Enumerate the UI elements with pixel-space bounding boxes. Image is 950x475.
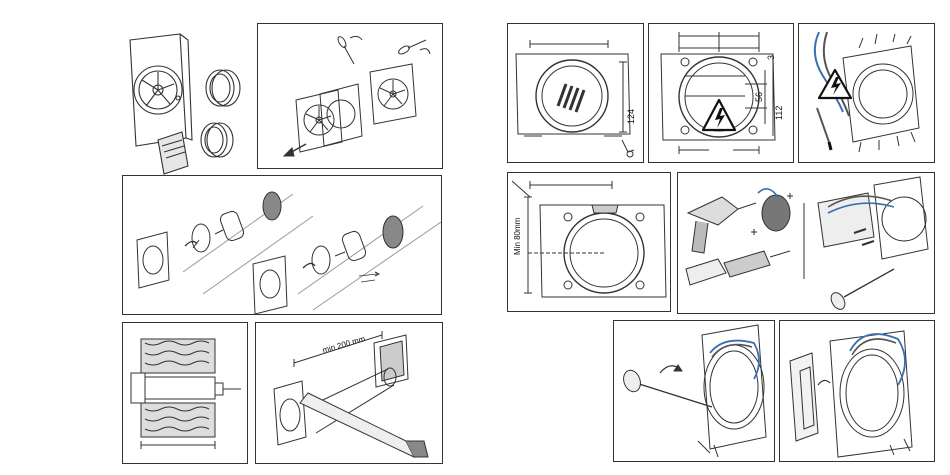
- mounting-dimension-panel: 3 56 112: [648, 23, 794, 163]
- insulated-duct-panel: [122, 322, 248, 464]
- high-voltage-warning-icon: [703, 100, 735, 130]
- wall-offset-panel: Min 80mm: [507, 172, 671, 312]
- hole-spacing-label: 56: [755, 92, 764, 102]
- duct-cutting-panel: min 200 mm: [255, 322, 443, 464]
- mount-height-label: 112: [775, 106, 784, 120]
- drilling-panel: [677, 172, 935, 314]
- fan-fitting-panel: [613, 320, 775, 462]
- wiring-panel: [798, 23, 935, 163]
- fan-parts-illustration: [122, 28, 252, 178]
- min-wall-offset-label: Min 80mm: [514, 218, 522, 255]
- cutout-dimension-panel: 124: [507, 23, 644, 163]
- cover-attach-panel: [779, 320, 935, 462]
- cutout-height-label: 124: [627, 109, 636, 124]
- edge-offset-label: 3: [767, 55, 776, 60]
- disassembly-panel: [257, 23, 443, 169]
- duct-assembly-panel: [122, 175, 442, 315]
